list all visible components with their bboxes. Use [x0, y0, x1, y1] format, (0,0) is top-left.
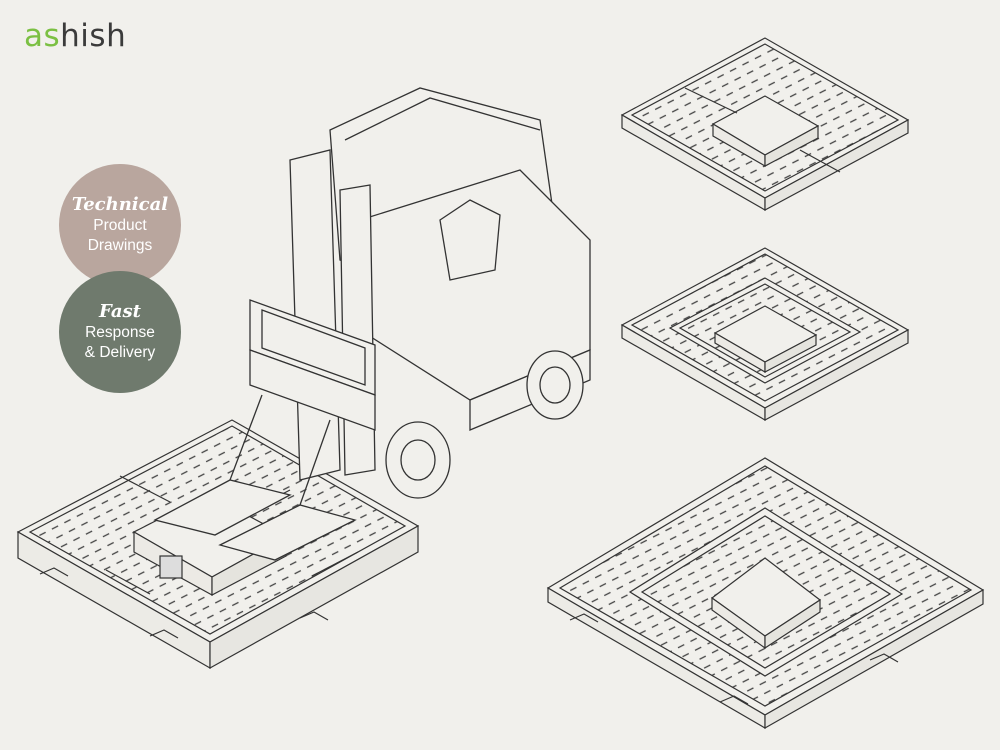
brand-logo[interactable]: ashish — [24, 18, 126, 54]
logo-suffix: hish — [60, 18, 127, 54]
tree-grate-small — [620, 37, 910, 212]
forklift-illustration — [153, 87, 591, 561]
fast-delivery-badge: Fast Response & Delivery — [59, 271, 181, 393]
badge-title: Technical — [71, 194, 169, 215]
tree-grate-large — [546, 457, 985, 730]
tree-grate-medium — [620, 247, 910, 422]
badge-line: Response — [85, 324, 155, 341]
logo-prefix: as — [24, 18, 61, 54]
badge-line: & Delivery — [84, 344, 156, 361]
badge-title: Fast — [99, 301, 141, 322]
badge-line: Product — [93, 217, 147, 234]
badge-line: Drawings — [87, 237, 153, 254]
technical-drawings-badge: Technical Product Drawings — [59, 164, 181, 286]
